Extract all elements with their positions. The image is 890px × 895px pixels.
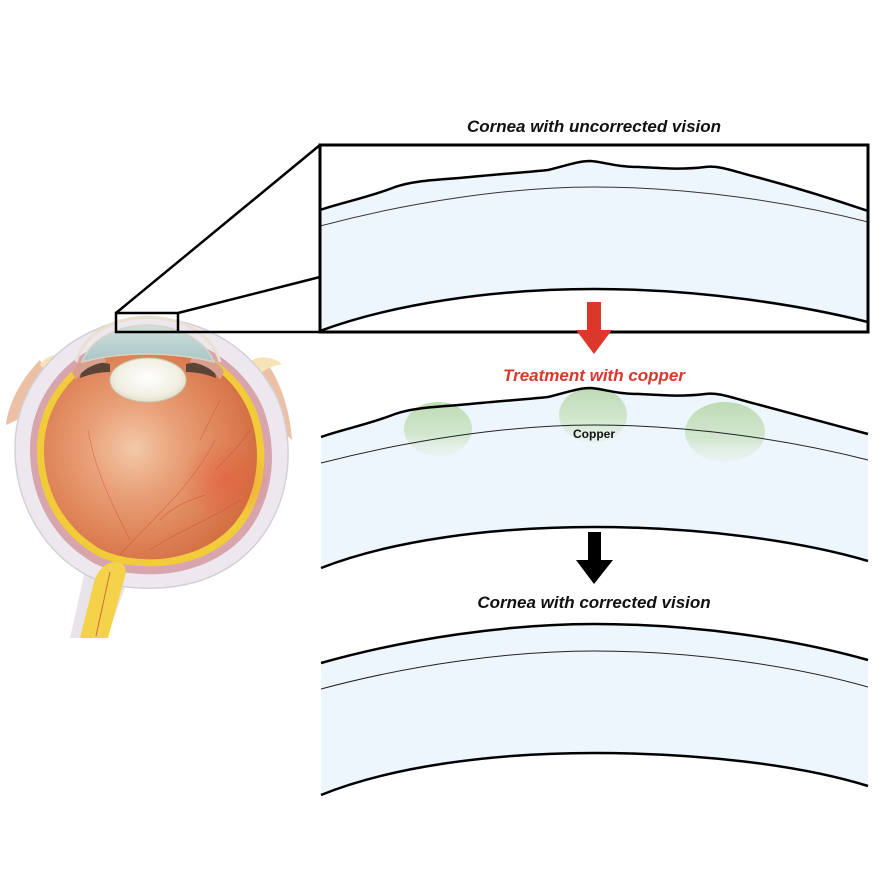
callout-line-top <box>115 144 321 314</box>
eye-illustration <box>6 315 292 638</box>
lens <box>109 357 187 403</box>
copper-deposit <box>404 402 472 456</box>
copper-deposit <box>559 387 627 443</box>
endothelium-line <box>320 525 869 570</box>
result-arrow <box>576 532 613 584</box>
ciliary-left <box>72 356 106 380</box>
panel-corrected <box>320 622 869 797</box>
treatment-arrow <box>576 302 612 354</box>
endothelium-line <box>320 751 869 797</box>
cornea <box>80 324 216 364</box>
smooth-surface <box>320 622 869 665</box>
macula-highlight <box>180 440 270 520</box>
zoom-callout <box>114 144 321 334</box>
ciliary-right <box>190 356 224 380</box>
cornea-layer-uncorrected <box>320 161 868 331</box>
callout-line-mid <box>177 275 321 315</box>
cornea-layer-corrected <box>321 624 868 795</box>
bowman-layer-line <box>320 186 868 227</box>
copper-label: Copper <box>573 427 615 441</box>
irregular-surface-treated <box>320 386 869 439</box>
cornea-outer-layer <box>74 315 222 363</box>
copper-deposit <box>685 402 765 462</box>
title-uncorrected: Cornea with uncorrected vision <box>466 117 722 136</box>
retinal-vessels <box>87 399 251 556</box>
optic-nerve <box>80 562 126 638</box>
panel-treatment <box>320 386 869 570</box>
irregular-surface <box>320 159 868 213</box>
endothelium-line <box>320 287 868 332</box>
bowman-layer-line <box>320 650 869 690</box>
bowman-layer-line <box>320 424 869 464</box>
optic-nerve-vessel <box>95 571 111 637</box>
zoom-source-box <box>114 311 180 334</box>
title-corrected: Cornea with corrected vision <box>477 593 711 612</box>
title-treatment: Treatment with copper <box>503 366 685 385</box>
